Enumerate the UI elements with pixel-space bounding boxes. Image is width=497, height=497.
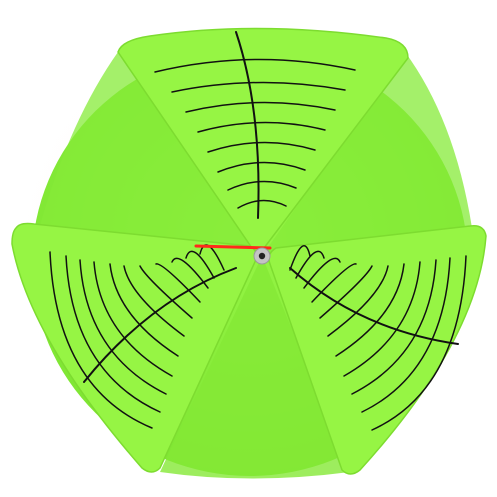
hub-dot <box>259 253 265 259</box>
center-hub <box>254 248 270 264</box>
red-pointer <box>196 246 270 248</box>
